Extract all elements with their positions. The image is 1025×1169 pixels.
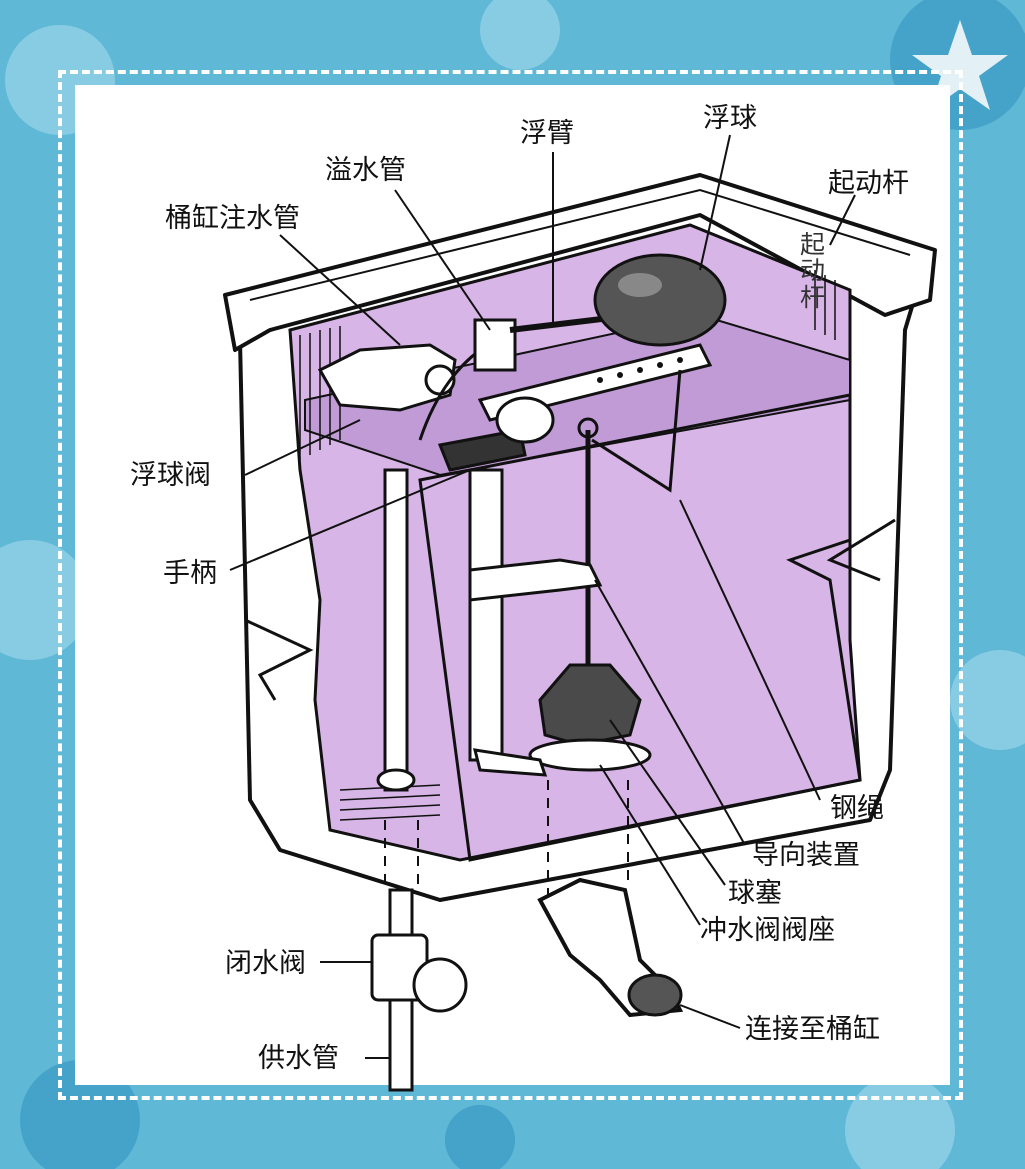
front-wall-cutaway [418, 393, 862, 862]
float-ball [593, 253, 727, 347]
label-flush-valve-seat: 冲水阀阀座 [700, 915, 835, 946]
float-arm [509, 315, 611, 333]
refill-tube [418, 348, 481, 441]
label-trip-lever: 起动杆 [828, 168, 909, 199]
shutoff-valve-knob [412, 957, 468, 1013]
tank-ball [538, 663, 642, 747]
guide [468, 558, 603, 602]
handle [437, 428, 527, 472]
star-icon [912, 20, 1008, 110]
label-tank-ball: 球塞 [728, 878, 782, 909]
label-float-arm: 浮臂 [520, 118, 574, 149]
overflow-tube [468, 468, 504, 762]
label-overflow-tube: 溢水管 [325, 155, 406, 186]
label-shutoff-valve: 闭水阀 [225, 948, 306, 979]
label-ballcock: 浮球阀 [130, 460, 211, 491]
label-guide: 导向装置 [752, 840, 860, 871]
label-refill-tube: 桶缸注水管 [165, 203, 300, 234]
label-to-bowl: 连接至桶缸 [745, 1014, 880, 1045]
ballcock-pipe [383, 468, 409, 792]
label-trip-lever-inner: 起动杆 [800, 230, 826, 312]
flush-valve-seat [528, 738, 652, 772]
label-supply-pipe: 供水管 [258, 1043, 339, 1074]
tank-lid-rim [223, 173, 937, 352]
label-handle: 手柄 [163, 558, 217, 589]
label-lift-wire: 钢绳 [830, 793, 884, 824]
label-float-ball: 浮球 [703, 103, 757, 134]
